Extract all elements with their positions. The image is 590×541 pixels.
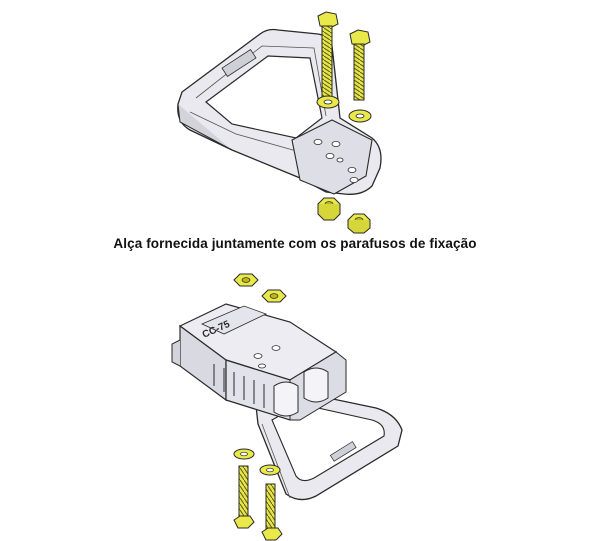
nut-left — [317, 197, 341, 221]
bolt-bottom-1 — [233, 465, 255, 529]
nut-right — [347, 213, 371, 234]
figure-caption: Alça fornecida juntamente com os parafus… — [113, 236, 477, 251]
nut-top-1 — [233, 273, 259, 287]
washer-left — [316, 95, 340, 109]
washer-bottom-2 — [259, 464, 281, 476]
bolt-bottom-2 — [261, 483, 283, 541]
washer-right — [348, 109, 372, 123]
bolt-left — [317, 11, 339, 99]
connector-body — [171, 303, 347, 421]
handle-assembly-diagram — [177, 11, 382, 234]
nut-top-2 — [261, 289, 287, 303]
washer-bottom-1 — [233, 448, 255, 460]
bolt-right — [349, 29, 371, 101]
